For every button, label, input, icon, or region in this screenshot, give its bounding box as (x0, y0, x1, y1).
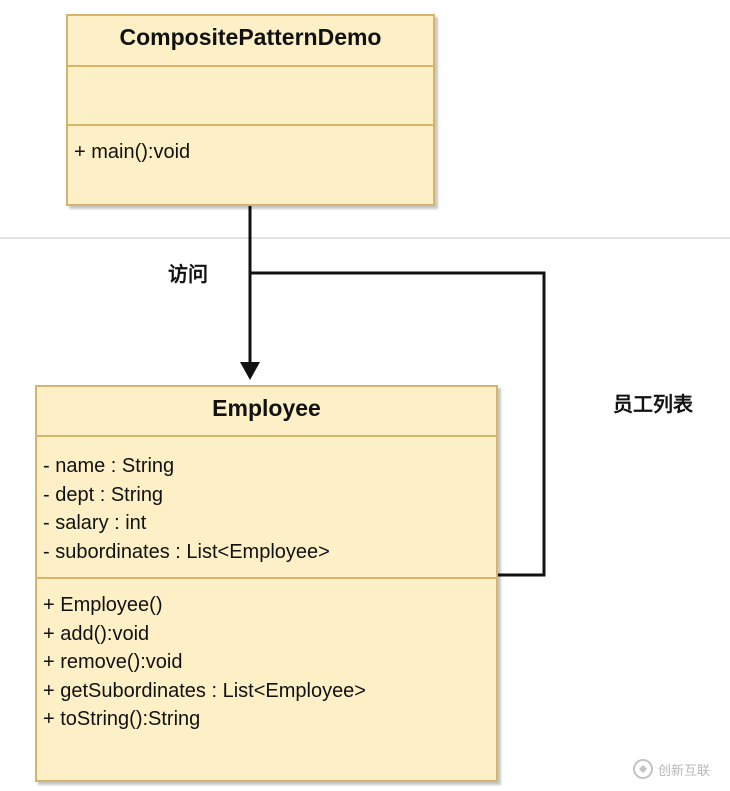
watermark-logo-icon (633, 759, 653, 779)
watermark-text: 创新互联 (658, 763, 711, 779)
method-remove: + remove():void (43, 651, 183, 673)
visit-relation-label: 访问 (168, 262, 208, 286)
method-constructor: + Employee() (43, 594, 163, 616)
visit-arrowhead (240, 362, 260, 380)
attribute-name: - name : String (43, 455, 175, 477)
class-composite-pattern-demo[interactable]: CompositePatternDemo + main():void (66, 14, 435, 206)
methods-section: + main():void (68, 126, 433, 167)
attributes-section (68, 67, 433, 126)
class-employee[interactable]: Employee - name : String - dept : String… (35, 385, 498, 782)
section-divider (0, 237, 730, 239)
method-main: + main():void (74, 141, 191, 163)
methods-section: + Employee() + add():void + remove():voi… (37, 579, 496, 734)
attribute-dept: - dept : String (43, 483, 164, 506)
attributes-section: - name : String - dept : String - salary… (37, 437, 496, 579)
employee-list-relation-label: 员工列表 (613, 392, 693, 416)
class-name: Employee (37, 387, 496, 437)
class-name: CompositePatternDemo (68, 16, 433, 67)
attribute-subordinates: - subordinates : List<Employee> (43, 540, 330, 563)
method-add: + add():void (43, 622, 150, 645)
watermark: 创新互联 (632, 758, 710, 780)
method-to-string: + toString():String (43, 708, 201, 730)
attribute-salary: - salary : int (43, 512, 147, 534)
method-get-subordinates: + getSubordinates : List<Employee> (43, 679, 366, 702)
